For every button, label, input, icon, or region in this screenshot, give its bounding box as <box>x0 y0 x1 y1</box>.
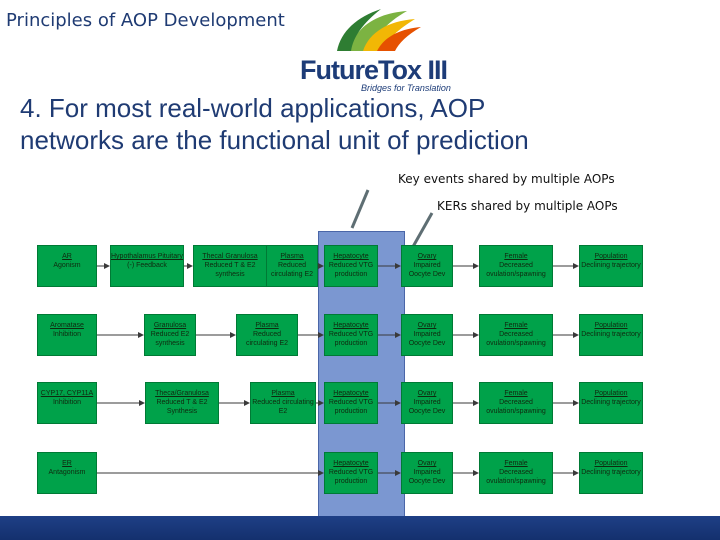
logo-name: FutureTox III <box>300 55 448 85</box>
key-event-box-mie: AR Agonism <box>37 245 97 287</box>
slide-title: 4. For most real-world applications, AOP… <box>20 92 710 156</box>
key-event-desc: Declining trajectory <box>581 399 641 406</box>
key-event-title: ER <box>62 460 72 467</box>
callout-key-events: Key events shared by multiple AOPs <box>398 172 615 186</box>
key-event-box-ke1: Hypothalamus Pituitary (-) Feedback <box>110 245 184 287</box>
key-event-title: Theca/Granulosa <box>155 390 209 397</box>
footer-bar <box>0 516 720 540</box>
key-event-title: Hepatocyte <box>333 390 369 397</box>
logo-swirl-icon <box>337 9 421 51</box>
logo-tagline: Bridges for Translation <box>361 83 451 93</box>
slide-title-line-2: networks are the functional unit of pred… <box>20 125 529 155</box>
key-event-desc: Inhibition <box>52 399 82 406</box>
key-event-desc: Reduced T & E2 Synthesis <box>156 399 208 415</box>
key-event-title: Hypothalamus Pituitary <box>111 253 183 260</box>
key-event-title: Ovary <box>417 390 437 397</box>
key-event-title: Hepatocyte <box>333 460 369 467</box>
key-event-title: Population <box>594 253 628 260</box>
key-event-box-mie: ER Antagonism <box>37 452 97 494</box>
key-event-title: Plasma <box>255 322 279 329</box>
futuretox-logo: FutureTox III Bridges for Translation <box>297 7 477 93</box>
key-event-title: Population <box>594 460 628 467</box>
key-event-desc: Inhibition <box>52 331 82 338</box>
key-event-desc: Declining trajectory <box>581 469 641 476</box>
key-event-title: Hepatocyte <box>333 253 369 260</box>
key-event-title: Population <box>594 390 628 397</box>
key-event-desc: Reduced circulating E2 <box>252 399 314 415</box>
key-event-desc: Reduced circulating E2 <box>270 262 314 278</box>
key-event-desc: Impaired Oocyte Dev <box>408 331 446 347</box>
key-event-desc: Declining trajectory <box>581 262 641 269</box>
key-event-desc: (-) Feedback <box>127 262 167 269</box>
key-event-desc: Reduced VTG production <box>328 331 374 347</box>
key-event-desc: Reduced circulating E2 <box>245 331 289 347</box>
key-event-title: Plasma <box>271 390 295 397</box>
key-event-desc: Declining trajectory <box>581 331 641 338</box>
key-event-title: AR <box>62 253 72 260</box>
key-event-desc: Decreased ovulation/spawning <box>486 469 546 485</box>
key-event-desc: Reduced VTG production <box>328 399 374 415</box>
key-event-desc: Impaired Oocyte Dev <box>408 399 446 415</box>
key-event-title: Ovary <box>417 460 437 467</box>
key-event-title: Female <box>504 390 528 397</box>
key-event-title: Population <box>594 322 628 329</box>
key-event-desc: Antagonism <box>48 469 86 476</box>
key-event-title: Thecal Granulosa <box>202 253 258 260</box>
callout-kers: KERs shared by multiple AOPs <box>437 199 618 213</box>
key-event-desc: Reduced VTG production <box>328 469 374 485</box>
key-event-desc: Reduced VTG production <box>328 262 374 278</box>
key-event-title: CYP17, CYP11A <box>40 390 94 397</box>
key-event-desc: Decreased ovulation/spawning <box>486 262 546 278</box>
key-event-desc: Agonism <box>53 262 81 269</box>
key-event-desc: Reduced E2 synthesis <box>150 331 190 347</box>
key-event-title: Ovary <box>417 322 437 329</box>
key-event-title: Hepatocyte <box>333 322 369 329</box>
key-event-title: Female <box>504 460 528 467</box>
key-event-desc: Decreased ovulation/spawning <box>486 399 546 415</box>
key-event-title: Plasma <box>280 253 304 260</box>
key-event-title: Female <box>504 253 528 260</box>
key-event-title: Aromatase <box>50 322 84 329</box>
header-title: Principles of AOP Development <box>6 10 285 31</box>
key-event-desc: Reduced T & E2 synthesis <box>204 262 256 278</box>
key-event-desc: Impaired Oocyte Dev <box>408 469 446 485</box>
slide-title-line-1: 4. For most real-world applications, AOP <box>20 93 486 123</box>
key-event-box-mie: CYP17, CYP11A Inhibition <box>37 382 97 424</box>
key-event-title: Ovary <box>417 253 437 260</box>
key-event-title: Granulosa <box>153 322 187 329</box>
callout-pointer-1 <box>350 189 370 229</box>
key-event-desc: Impaired Oocyte Dev <box>408 262 446 278</box>
key-event-title: Female <box>504 322 528 329</box>
key-event-desc: Decreased ovulation/spawning <box>486 331 546 347</box>
